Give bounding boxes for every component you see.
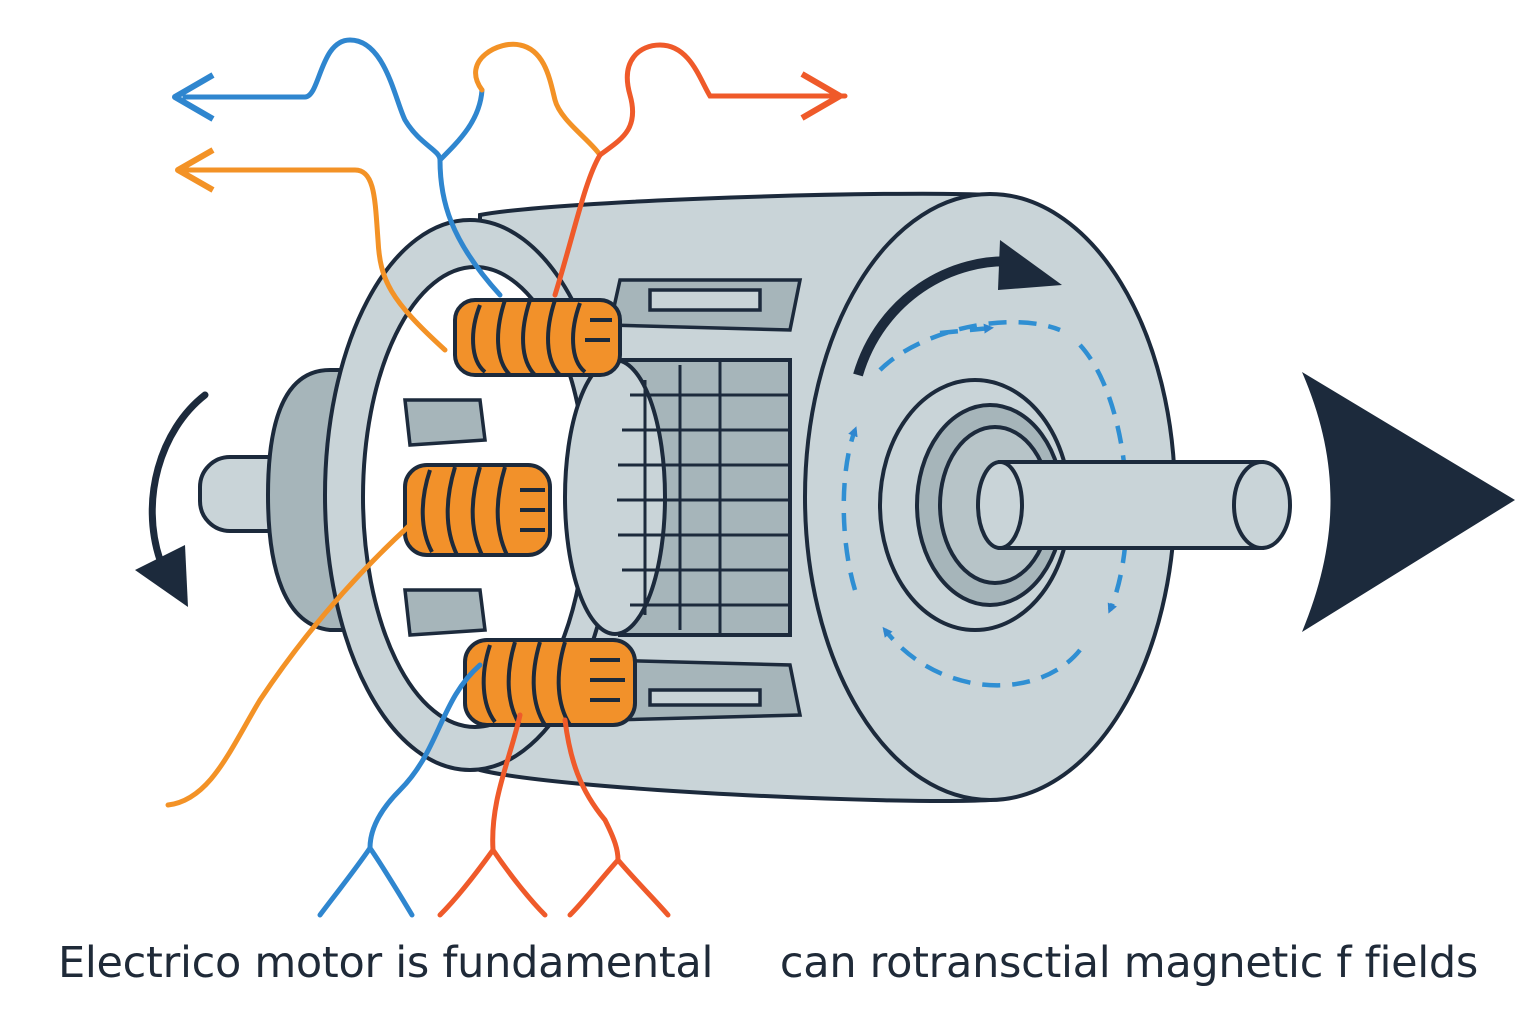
arrowhead-red-right	[800, 71, 843, 121]
right-shaft	[976, 460, 1292, 550]
rotor	[563, 358, 792, 637]
wire-orange-bottom	[165, 522, 413, 808]
diagram-caption: Electrico motor is fundamental can rotra…	[58, 938, 1478, 988]
curved-arrow-icon	[135, 391, 209, 607]
rotation-arrow-icon	[853, 240, 1062, 377]
wire-orange-top	[177, 41, 603, 353]
arrowhead-orange-left	[175, 147, 215, 193]
stator-slots	[403, 278, 803, 722]
wire-blue-top	[182, 37, 503, 298]
triangle-arrow-right-icon	[1302, 372, 1515, 632]
arrowhead-blue-left	[172, 72, 215, 122]
wire-red-bottom	[437, 712, 671, 918]
coil-middle	[403, 463, 552, 557]
wire-red-top	[552, 42, 848, 298]
coil-top	[453, 298, 622, 377]
wire-blue-bottom	[317, 662, 483, 918]
coil-bottom	[463, 638, 637, 727]
